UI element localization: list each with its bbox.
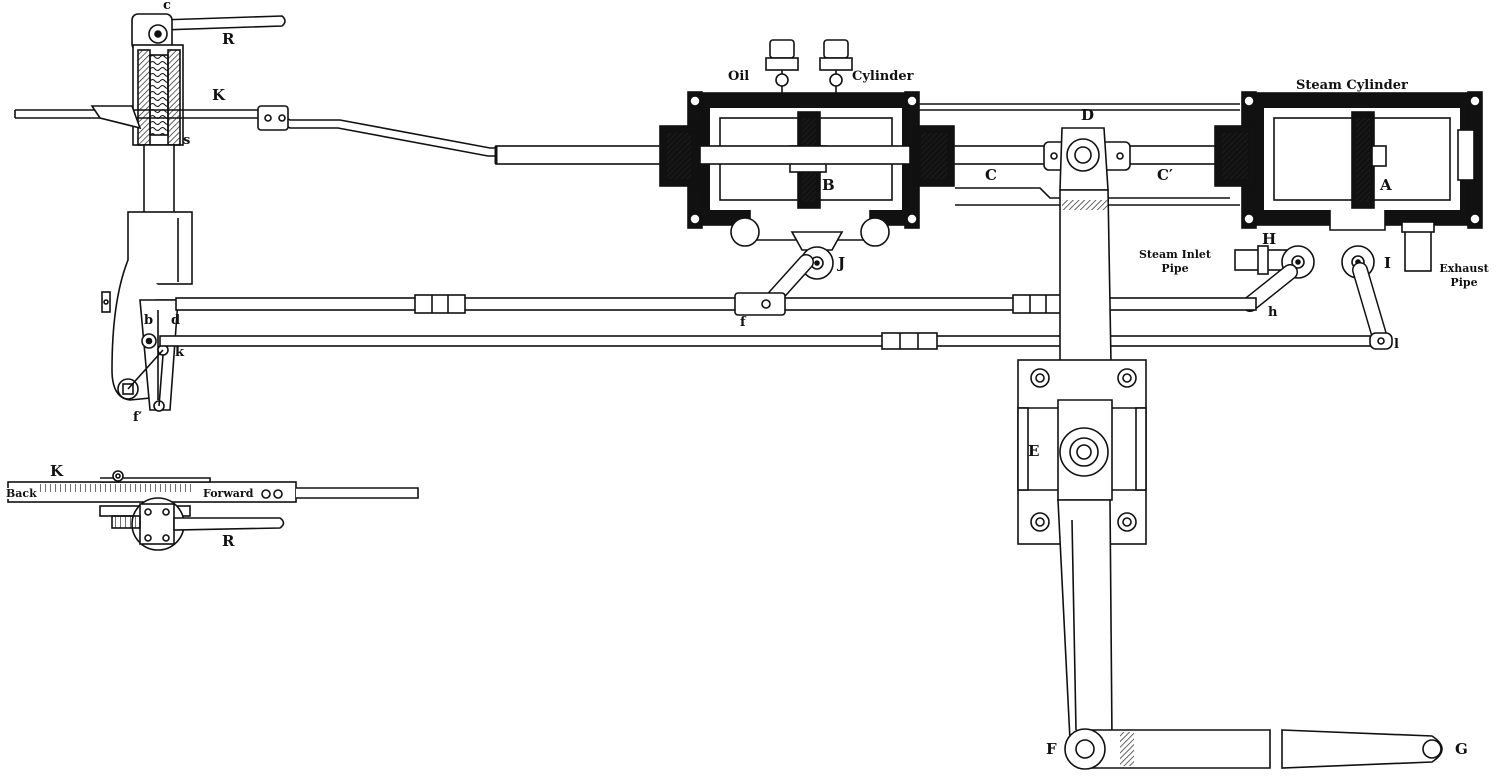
- label-k-rod: K: [212, 86, 226, 104]
- label-c: c: [163, 0, 171, 13]
- label-cylinder: Cylinder: [852, 69, 914, 84]
- oil-cylinder: [659, 39, 955, 247]
- label-c-frame: C: [985, 166, 997, 184]
- label-steam-inlet-2: Pipe: [1161, 262, 1189, 275]
- label-j: J: [838, 254, 846, 272]
- label-c-prime: C′: [1157, 166, 1173, 184]
- main-lever: [1017, 127, 1443, 770]
- steam-cylinder: [1214, 91, 1483, 275]
- label-h-small: h: [1268, 305, 1278, 320]
- label-oil: Oil: [728, 69, 750, 84]
- label-r-detail: R: [222, 532, 235, 550]
- reverse-gear-detail: [7, 470, 419, 551]
- label-f-small: f: [740, 315, 746, 330]
- label-e: E: [1028, 442, 1040, 460]
- label-s: s: [183, 133, 191, 148]
- label-f-prime: f′: [133, 410, 143, 425]
- label-d: D: [1081, 106, 1095, 124]
- label-d-small: d: [171, 313, 181, 328]
- reverse-rod-k: [14, 105, 500, 157]
- label-steam-inlet-1: Steam Inlet: [1138, 248, 1212, 261]
- label-l-small: l: [1394, 337, 1399, 352]
- label-b: B: [822, 176, 835, 194]
- label-forward: Forward: [203, 487, 254, 500]
- label-r-handle: R: [222, 30, 235, 48]
- control-stand: [101, 13, 286, 412]
- label-exhaust-1: Exhaust: [1439, 262, 1489, 275]
- valve-j: [762, 231, 844, 310]
- label-g: G: [1455, 740, 1468, 758]
- label-exhaust-2: Pipe: [1450, 276, 1478, 289]
- label-steam-cylinder: Steam Cylinder: [1296, 78, 1408, 93]
- label-f: F: [1046, 740, 1057, 758]
- upper-link-rod: [175, 292, 1257, 316]
- valve-i: [1341, 245, 1388, 347]
- label-k-small: k: [175, 345, 185, 360]
- label-a: A: [1380, 176, 1392, 194]
- label-k-detail: K: [50, 462, 64, 480]
- label-b-small: b: [144, 313, 154, 328]
- lower-link-rod: [159, 332, 1393, 350]
- label-i: I: [1384, 254, 1392, 272]
- label-back: Back: [6, 487, 37, 500]
- label-h-valve: H: [1262, 230, 1277, 248]
